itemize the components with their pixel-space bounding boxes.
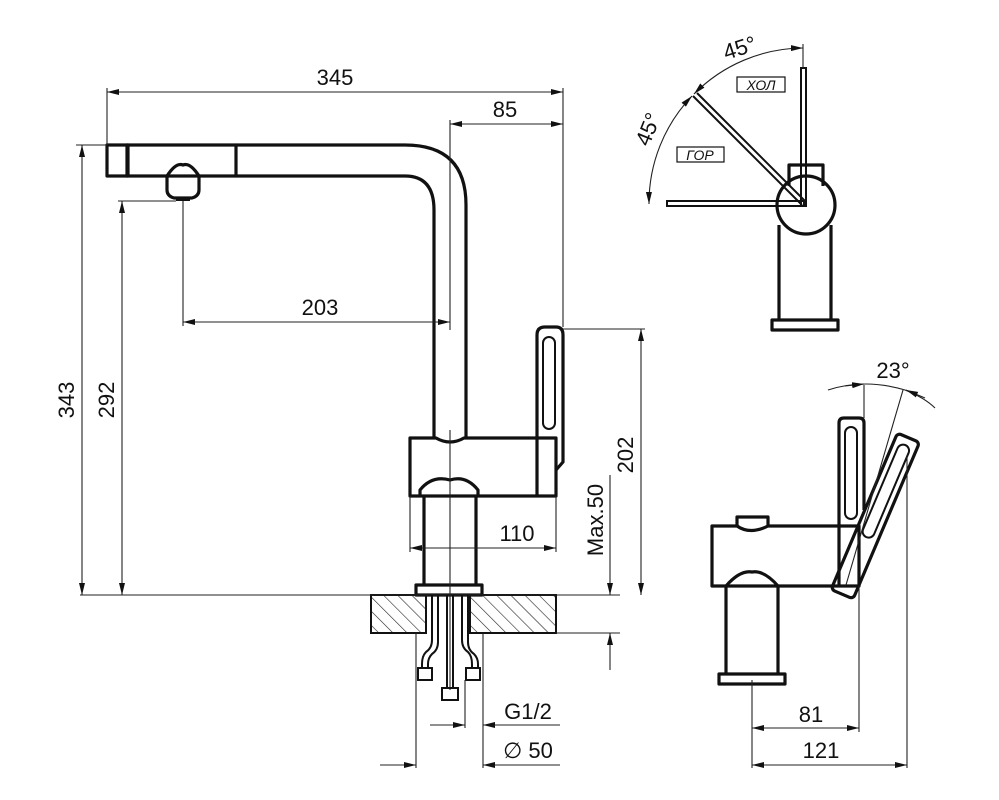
label-hot-box	[676, 146, 725, 163]
handle-slot	[542, 336, 556, 430]
side-handle-tilted	[830, 432, 920, 600]
spout-head	[125, 143, 238, 178]
fitting-left	[417, 667, 433, 681]
countertop-left	[370, 594, 427, 634]
side-body-arch	[724, 570, 780, 588]
dim-110-label: 110	[499, 521, 534, 546]
dim-85-label: 85	[493, 97, 517, 122]
dim-292-label: 292	[94, 382, 119, 419]
countertop-right	[469, 594, 557, 634]
handle-mid-position-b	[696, 92, 807, 203]
dim-81-label: 81	[799, 702, 823, 727]
handle-cold-position	[800, 67, 807, 207]
side-top-cap	[735, 515, 770, 526]
tilt-axis	[845, 389, 904, 586]
front-view: 345 85 203 343 292 202 Max.50 110	[54, 65, 645, 768]
handle-hot-position	[666, 200, 805, 207]
arc-23-arrow-b	[905, 389, 926, 399]
hose-right-inner	[467, 595, 479, 668]
body	[408, 436, 558, 498]
dim-202-label: 202	[613, 437, 638, 474]
aerator	[165, 162, 201, 200]
side-handle-vertical-slot	[844, 426, 858, 520]
hose-right	[461, 595, 473, 668]
dim-max50-label: Max.50	[583, 484, 608, 556]
hose-left-inner	[427, 595, 439, 668]
label-hot: ГОР	[686, 147, 714, 163]
aerator-nozzle	[176, 197, 190, 201]
body-arch	[418, 477, 480, 496]
dim-345-label: 345	[317, 65, 354, 90]
fitting-center	[441, 687, 459, 701]
arc-23-arrow-a	[844, 382, 865, 389]
arc-cold	[693, 45, 804, 95]
angle-23-label: 23°	[876, 358, 909, 383]
base-flange	[414, 583, 484, 597]
tilted-handle-body	[830, 432, 920, 600]
handle-mid-position-a	[692, 95, 803, 206]
spout-outline	[236, 143, 468, 438]
dim-343-label: 343	[54, 382, 79, 419]
side-handle-vertical	[837, 416, 866, 586]
top-view: 45° 45° ХОЛ ГОР	[630, 31, 840, 332]
top-base-flange	[770, 318, 840, 332]
handle	[535, 325, 565, 472]
side-view: 23° 81 121	[710, 358, 936, 768]
angle-cold-label: 45°	[720, 31, 759, 65]
side-body	[710, 524, 861, 588]
label-cold-box	[736, 76, 786, 93]
label-cold: ХОЛ	[746, 77, 776, 93]
dim-g12-label: G1/2	[504, 699, 552, 724]
tilted-handle-slot	[861, 443, 911, 539]
dim-121-label: 121	[803, 738, 840, 763]
dim-203-label: 203	[302, 295, 339, 320]
spout-tip	[105, 143, 130, 178]
hose-left	[421, 595, 433, 668]
dim-d50-label: ∅ 50	[503, 738, 553, 763]
arc-hot	[645, 95, 693, 205]
fitting-right	[465, 667, 481, 681]
